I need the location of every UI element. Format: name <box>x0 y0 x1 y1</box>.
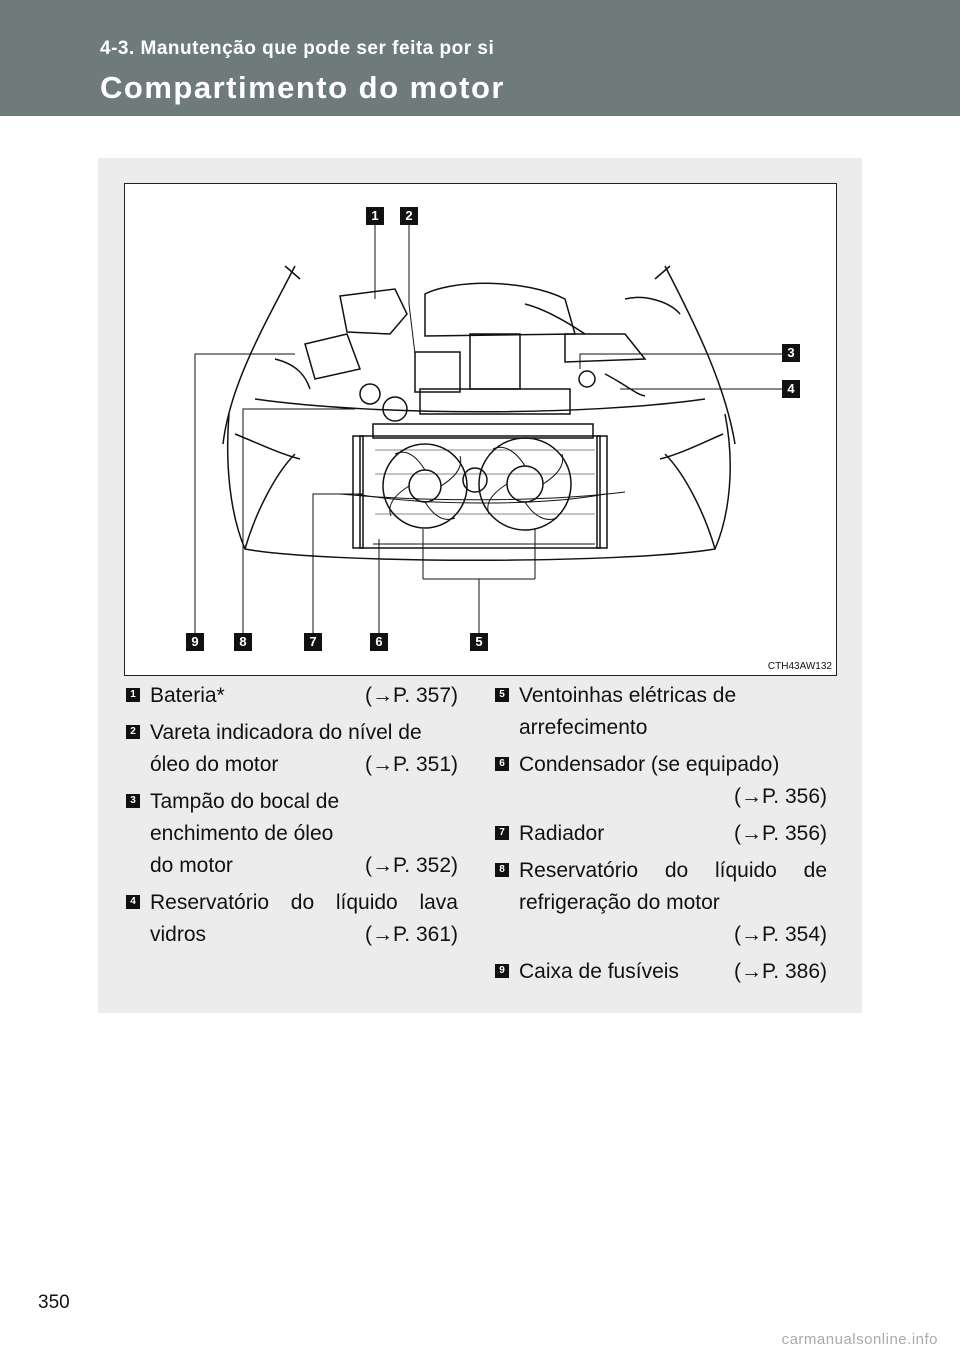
legend-text: vidros <box>150 923 207 946</box>
legend-text: enchimento de óleo <box>150 822 334 845</box>
legend-text: Bateria* <box>150 684 225 707</box>
legend-number: 1 <box>126 688 140 702</box>
legend-item-condenser: 6 Condensador (se equipado) (→P. 356) <box>495 749 827 813</box>
page-reference: (→P. 386) <box>734 960 827 983</box>
legend-item-radiator: 7 Radiador (→P. 356) <box>495 818 827 850</box>
watermark: carmanualsonline.info <box>781 1331 938 1348</box>
page-reference: (→P. 351) <box>365 753 458 776</box>
engine-drawing <box>194 222 793 634</box>
legend-text: Radiador <box>519 822 605 845</box>
legend-left: 1 Bateria* (→P. 357) 2 Vareta indicadora … <box>126 680 458 956</box>
legend-item-cooling-fans: 5 Ventoinhas elétricas de arrefecimento <box>495 680 827 744</box>
callout-5: 5 <box>470 633 488 651</box>
callout-4: 4 <box>782 380 800 398</box>
page-title: Compartimento do motor <box>100 70 505 105</box>
legend-number: 7 <box>495 826 509 840</box>
legend-item-dipstick: 2 Vareta indicadora do nível de óleo do … <box>126 717 458 781</box>
legend-right: 5 Ventoinhas elétricas de arrefecimento … <box>495 680 827 993</box>
page-reference: (→P. 354) <box>734 923 827 946</box>
callout-8: 8 <box>234 633 252 651</box>
legend-number: 9 <box>495 964 509 978</box>
legend-text: Vareta indicadora do nível de <box>150 721 422 744</box>
legend-text: óleo do motor <box>150 753 279 776</box>
legend-number: 4 <box>126 895 140 909</box>
chapter-header: 4-3. Manutenção que pode ser feita por s… <box>0 0 960 116</box>
legend-number: 2 <box>126 725 140 739</box>
legend-text: arrefecimento <box>519 716 648 739</box>
legend-item-washer-reservoir: 4 Reservatório do líquido lava vidros (→P… <box>126 887 458 951</box>
section-heading: 4-3. Manutenção que pode ser feita por s… <box>100 38 495 59</box>
page-number: 350 <box>38 1292 70 1313</box>
legend-item-battery: 1 Bateria* (→P. 357) <box>126 680 458 712</box>
page-reference: (→P. 357) <box>365 684 458 707</box>
legend-item-fuse-box: 9 Caixa de fusíveis (→P. 386) <box>495 956 827 988</box>
page-reference: (→P. 356) <box>734 785 827 808</box>
legend-text: Reservatório do líquido de <box>519 859 827 882</box>
legend-text: Caixa de fusíveis <box>519 960 679 983</box>
legend-item-oil-filler-cap: 3 Tampão do bocal de enchimento de óleo … <box>126 786 458 882</box>
legend-item-coolant-reservoir: 8 Reservatório do líquido de refrigeraçã… <box>495 855 827 951</box>
page-reference: (→P. 361) <box>365 923 458 946</box>
callout-2: 2 <box>400 207 418 225</box>
legend-text: do motor <box>150 854 233 877</box>
legend-text: Ventoinhas elétricas de <box>519 684 737 707</box>
legend-text: Condensador (se equipado) <box>519 753 780 776</box>
legend-number: 5 <box>495 688 509 702</box>
legend-number: 3 <box>126 794 140 808</box>
page-reference: (→P. 352) <box>365 854 458 877</box>
callout-9: 9 <box>186 633 204 651</box>
callout-1: 1 <box>366 207 384 225</box>
legend-text: Reservatório do líquido lava <box>150 891 458 914</box>
engine-compartment-illustration: 1 2 3 4 5 6 7 8 9 CTH43AW132 <box>124 183 837 676</box>
legend-text: refrigeração do motor <box>519 891 720 914</box>
figure-code: CTH43AW132 <box>767 661 832 672</box>
callout-3: 3 <box>782 344 800 362</box>
callout-7: 7 <box>304 633 322 651</box>
page-reference: (→P. 356) <box>734 822 827 845</box>
callout-6: 6 <box>370 633 388 651</box>
legend-text: Tampão do bocal de <box>150 790 340 813</box>
legend-number: 8 <box>495 863 509 877</box>
legend-number: 6 <box>495 757 509 771</box>
